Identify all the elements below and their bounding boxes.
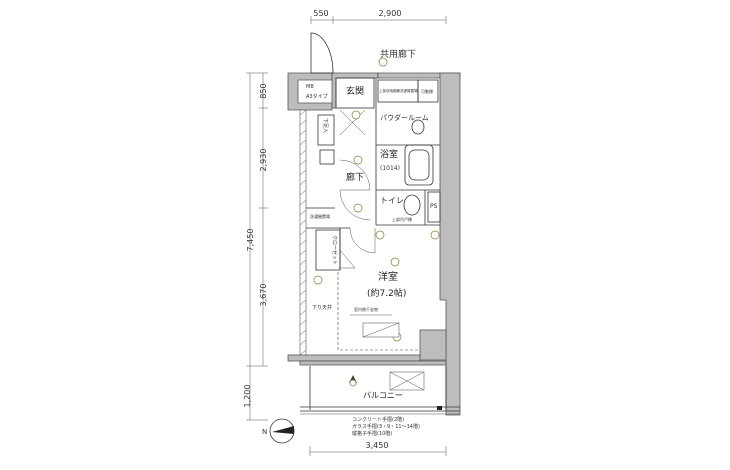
walls	[287, 72, 461, 416]
dim-top-2: 2,900	[379, 9, 402, 18]
label-common-corridor: 共用廊下	[380, 48, 416, 60]
balcony-note-3: 縦格子手摺(10階)	[352, 430, 392, 437]
label-ps: PS	[430, 203, 438, 210]
dim-left-total: 7,450	[246, 229, 255, 252]
label-hallway: 廊下	[346, 171, 364, 183]
label-mb: MB	[306, 84, 314, 90]
dim-left-1: 850	[259, 83, 268, 98]
label-bathroom-size: (1014)	[380, 165, 400, 172]
label-powder-room: パウダールーム	[380, 113, 429, 122]
compass-icon: N	[262, 418, 295, 444]
partitions	[306, 32, 441, 351]
compass-north-label: N	[262, 428, 267, 436]
label-upper-cabinet: 上部吊戸棚	[392, 216, 412, 222]
entrance-door	[310, 32, 334, 74]
balcony	[300, 366, 460, 415]
room-labels: 共用廊下 玄関 パウダールーム 浴室 (1014) 廊下 トイレ PS 洋室 (…	[306, 48, 438, 437]
dim-left-2: 2,930	[259, 149, 268, 172]
top-dimension: 550 2,900	[310, 9, 447, 24]
label-western-room-size: (約7.2帖)	[367, 287, 406, 299]
label-lowered-ceiling: 下り天井	[312, 304, 332, 311]
dim-balcony: 1,200	[243, 385, 252, 408]
label-mb-type: A3タイプ	[306, 93, 328, 100]
label-shoe-box: 下足入	[322, 118, 328, 133]
label-western-room: 洋室	[378, 270, 398, 283]
label-balcony: バルコニー	[363, 391, 403, 400]
label-bathroom: 浴室	[380, 148, 398, 160]
dim-bottom: 3,450	[366, 441, 389, 450]
label-closet: クローゼット	[331, 235, 338, 265]
fixtures	[313, 57, 440, 391]
label-drying-hardware: 室内物干金物	[354, 306, 378, 312]
label-entrance: 玄関	[346, 85, 364, 97]
label-laundry: 洗濯機置場	[310, 213, 330, 219]
left-dimension: 7,450 850 2,930 3,670 1,200	[243, 72, 268, 421]
dim-left-3: 3,670	[259, 284, 268, 307]
dim-top-1: 550	[313, 9, 328, 18]
label-upper-storage: 上部収納棚兼洗濯機置場	[379, 88, 418, 93]
balcony-note-2: ガラス手摺(3・9・11～14階)	[352, 423, 420, 430]
bottom-dimension: 3,450	[309, 441, 447, 456]
label-movable-shelf: 可動棚	[421, 88, 433, 94]
balcony-note-1: コンクリート手摺(2階)	[352, 416, 404, 423]
label-toilet: トイレ	[380, 196, 404, 205]
